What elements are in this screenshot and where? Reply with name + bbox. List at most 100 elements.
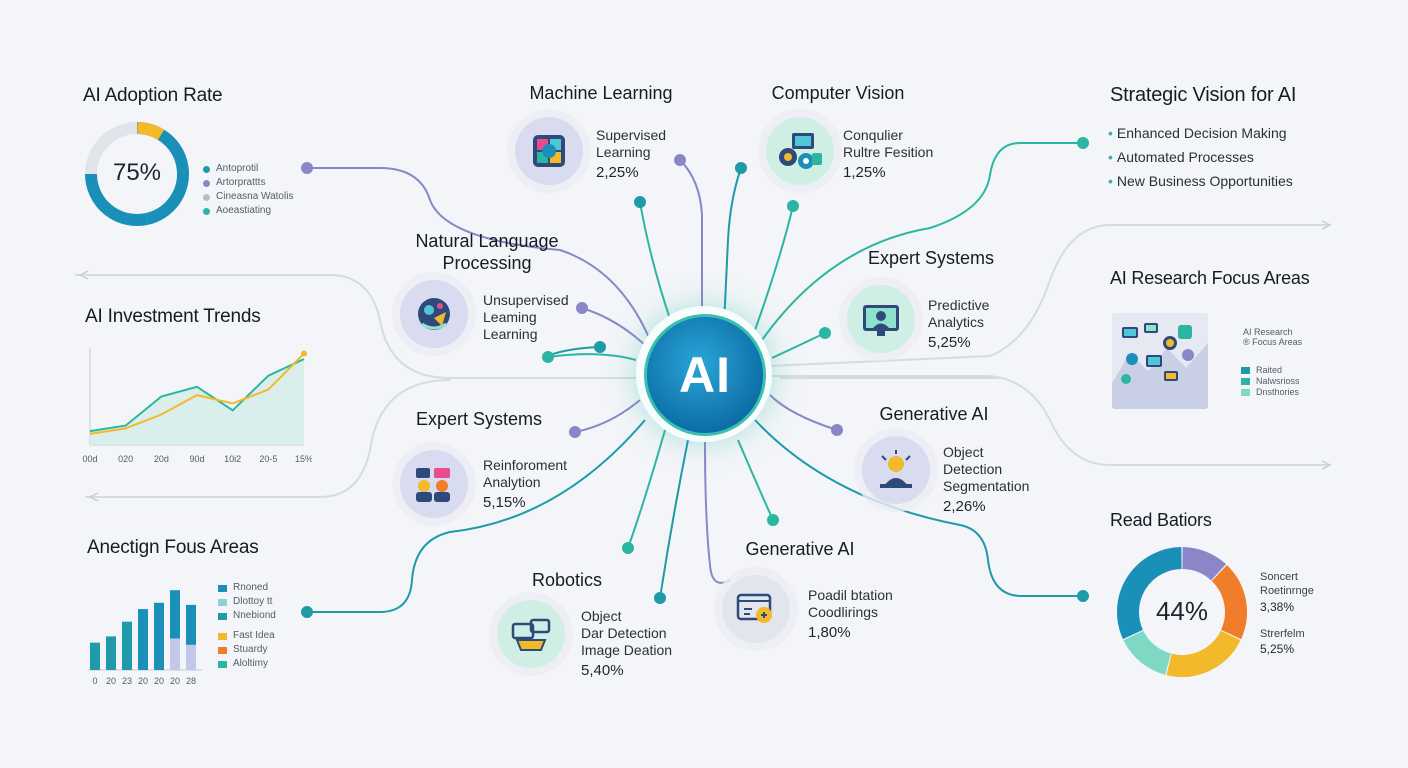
ratios-slice: [1211, 565, 1247, 640]
node-gen-bottom-icon[interactable]: [714, 567, 798, 651]
focus-bar: [170, 590, 180, 670]
focus-x-tick: 20: [154, 676, 164, 686]
investment-title: AI Investment Trends: [85, 306, 261, 327]
focus-bar: [122, 621, 132, 670]
adoption-legend-item: Antoprotil: [203, 162, 293, 176]
node-gen-right-icon[interactable]: [854, 428, 938, 512]
node-es-left-icon[interactable]: [392, 442, 476, 526]
adoption-value: 75%: [112, 159, 162, 186]
research-legend-item: Nalwsrioss: [1241, 376, 1300, 387]
legend-dot-icon: [203, 179, 210, 187]
focus-bars-title: Anectign Fous Areas: [87, 537, 259, 558]
node-cv-value: 1,25%: [843, 164, 886, 181]
ratios-item-label: Soncert Roetinrnge: [1260, 571, 1314, 597]
node-cv-icon[interactable]: [758, 109, 842, 193]
adoption-legend-item: Cineasna Watolis: [203, 190, 293, 204]
legend-square-icon: [218, 584, 227, 592]
node-cv-desc: Conqulier Rultre Fesition 1,25%: [843, 127, 934, 181]
investment-x-tick: 10i2: [224, 454, 241, 464]
focus-bar: [106, 636, 116, 670]
node-gen-right-desc: Object Detection Segmentation 2,26%: [943, 444, 1030, 515]
brain-chip-icon: [533, 135, 565, 167]
investment-x-tick: 20-5: [259, 454, 277, 464]
adoption-title: AI Adoption Rate: [83, 85, 223, 106]
node-es-right-icon[interactable]: [839, 277, 923, 361]
legend-square-icon: [218, 598, 227, 606]
node-ml-value: 2,25%: [596, 164, 639, 181]
investment-x-tick: 90d: [189, 454, 204, 464]
legend-square-icon: [1241, 389, 1250, 396]
ratios-title: Read Batiors: [1110, 510, 1212, 530]
focus-x-tick: 20: [170, 676, 180, 686]
legend-dot-icon: [203, 193, 210, 201]
node-ml-icon[interactable]: [507, 109, 591, 193]
node-gen-right-title: Generative AI: [879, 404, 989, 424]
node-ml-desc: Supervised Learning 2,25%: [596, 127, 667, 181]
node-es-right-title: Expert Systems: [867, 248, 995, 268]
node-gen-bottom-title: Generative AI: [745, 539, 855, 559]
browser-bulb-icon: [736, 593, 772, 623]
strategic-list: •Enhanced Decision Making •Automated Pro…: [1108, 121, 1293, 193]
investment-area: [90, 359, 304, 445]
ratios-item-value: 3,38%: [1260, 600, 1295, 614]
ratios-slice: [1123, 630, 1172, 675]
legend-square-icon: [218, 660, 227, 668]
node-es-left-title: Expert Systems: [415, 409, 543, 429]
investment-series-line: [89, 358, 305, 433]
investment-x-tick: 15%: [295, 454, 312, 464]
investment-x-tick: 00d: [82, 454, 97, 464]
focus-x-tick: 0: [92, 676, 97, 686]
focus-bars-legend: Rnoned Dlottoy tt Nnebiond Fast Idea Stu…: [218, 581, 276, 671]
node-es-left-value: 5,15%: [483, 494, 526, 511]
investment-end-point: [301, 350, 307, 357]
node-es-right-desc: Predictive Analytics 5,25%: [928, 297, 990, 351]
research-title: AI Research Focus Areas: [1110, 268, 1310, 288]
adoption-slice: [85, 173, 149, 226]
ratios-item-value: 5,25%: [1260, 642, 1295, 656]
node-ml-title: Machine Learning: [529, 83, 673, 103]
gears-monitor-icon: [779, 133, 822, 169]
focus-x-tick: 28: [186, 676, 196, 686]
focus-x-tick: 23: [122, 676, 132, 686]
research-card: [1112, 313, 1208, 409]
legend-square-icon: [1241, 367, 1250, 374]
ratios-slice: [1166, 630, 1241, 677]
node-robotics-desc: Object Dar Detection Image Deation 5,40%: [581, 608, 673, 679]
ratios-slice: [1181, 547, 1227, 581]
ratios-value: 44%: [1155, 596, 1209, 626]
node-nlp-desc: Unsupervised Leaming Learning: [483, 292, 569, 342]
focus-legend-item: Nnebiond: [218, 609, 276, 623]
legend-square-icon: [218, 632, 227, 640]
legend-dot-icon: [203, 207, 210, 215]
adoption-legend-item: Artorprattts: [203, 176, 293, 190]
node-gen-right-value: 2,26%: [943, 498, 986, 515]
node-es-right-value: 5,25%: [928, 334, 971, 351]
strategic-item: •New Business Opportunities: [1108, 173, 1293, 189]
team-robot-icon: [416, 468, 450, 502]
focus-legend-item: Aloltimy: [218, 657, 276, 671]
node-nlp-title: Natural Language Processing: [415, 231, 559, 273]
ai-center-hub[interactable]: AI: [636, 306, 772, 442]
focus-bar: [138, 609, 148, 670]
adoption-slice: [137, 122, 165, 141]
focus-legend-item: Rnoned: [218, 581, 276, 595]
robot-vehicle-icon: [511, 618, 551, 651]
focus-x-tick: 20: [106, 676, 116, 686]
speech-head-icon: [418, 298, 450, 330]
creative-person-icon: [880, 450, 912, 488]
focus-legend-item: Stuardy: [218, 643, 276, 657]
adoption-legend: Antoprotil Artorprattts Cineasna Watolis…: [203, 162, 293, 218]
node-gen-bottom-value: 1,80%: [808, 624, 851, 641]
adoption-donut-chart: [85, 122, 189, 226]
research-card-title: AI Research: [1243, 327, 1293, 337]
node-robotics-icon[interactable]: [489, 592, 573, 676]
ratios-list: Soncert Roetinrnge 3,38% Strerfelm 5,25%: [1260, 570, 1350, 656]
node-nlp-icon[interactable]: [392, 272, 476, 356]
research-legend-item: Dnsthories: [1241, 387, 1300, 398]
legend-square-icon: [218, 646, 227, 654]
node-cv-title: Computer Vision: [771, 83, 905, 103]
